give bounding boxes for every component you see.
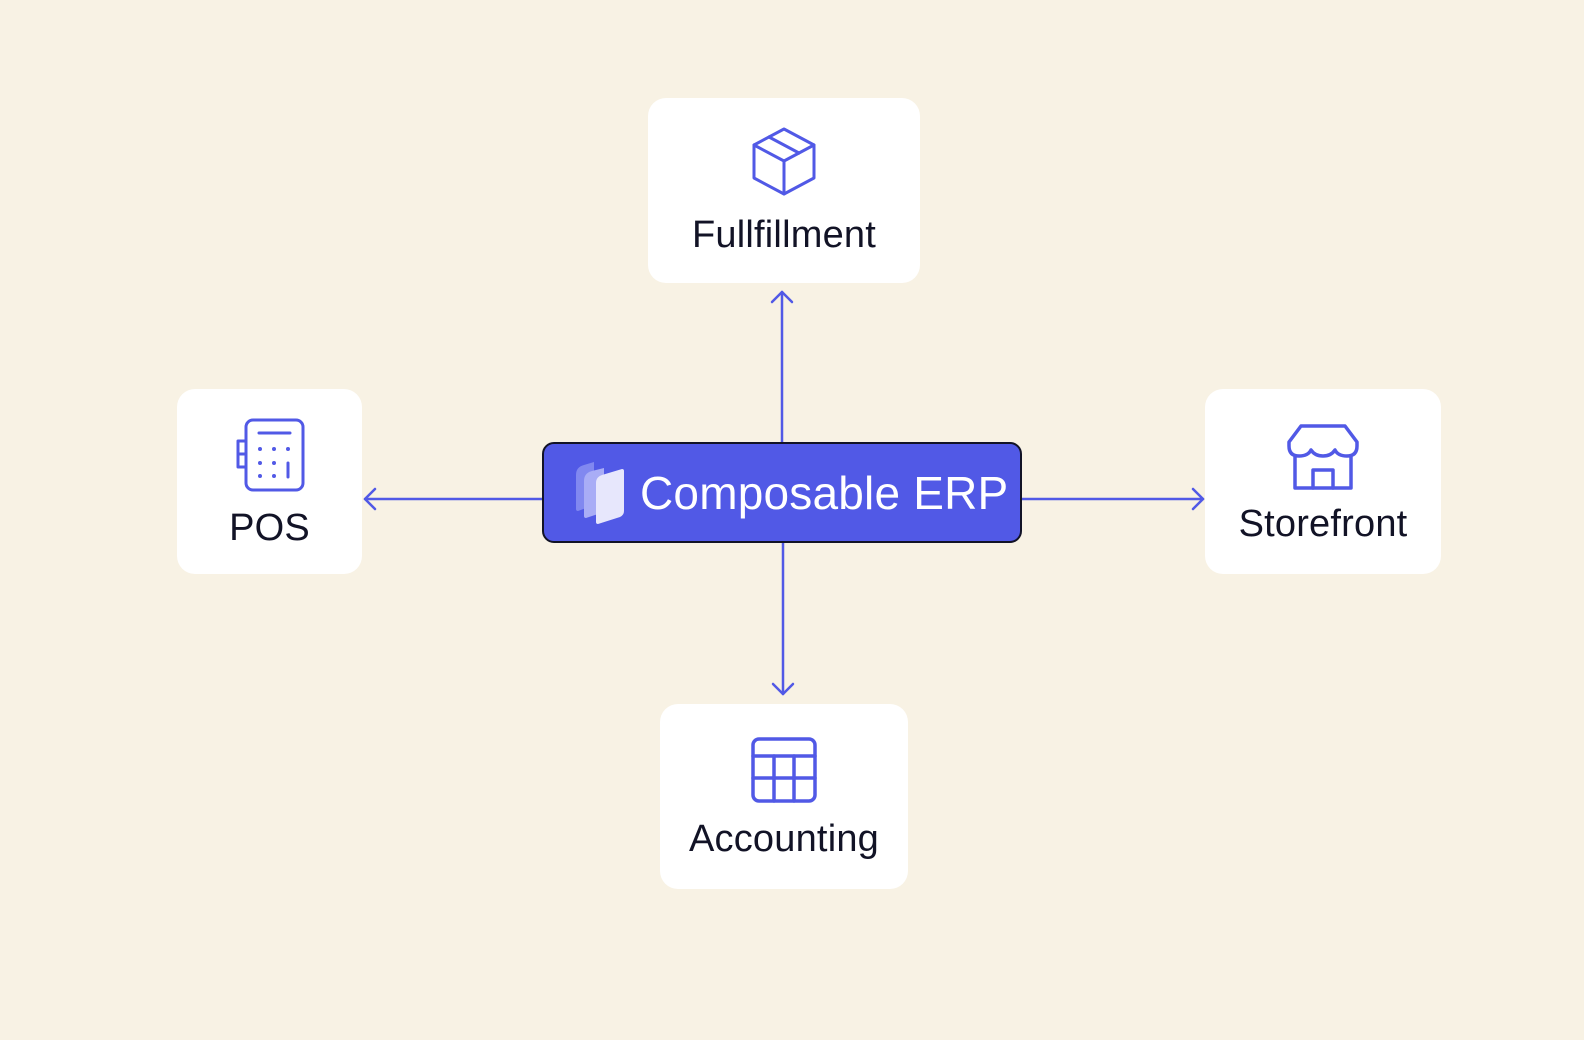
accounting-card: Accounting — [660, 704, 908, 889]
arrow-to-pos — [363, 487, 544, 511]
arrow-to-storefront — [1020, 487, 1205, 511]
storefront-label: Storefront — [1238, 503, 1408, 545]
fulfillment-card: Fullfillment — [648, 98, 920, 283]
accounting-label: Accounting — [688, 818, 879, 860]
arrow-to-accounting — [771, 541, 795, 696]
fulfillment-label: Fullfillment — [692, 214, 876, 256]
spreadsheet-icon — [751, 737, 817, 803]
hub-title: Composable ERP — [640, 466, 1009, 519]
composable-erp-hub: Composable ERP — [542, 442, 1022, 543]
storefront-card: Storefront — [1205, 389, 1441, 574]
pos-label: POS — [229, 507, 310, 549]
pos-card: POS — [177, 389, 362, 574]
pos-terminal-icon — [236, 418, 304, 492]
store-icon — [1287, 424, 1359, 490]
stacked-layers-logo-icon — [576, 461, 624, 524]
arrow-to-fulfillment — [770, 290, 794, 444]
box-icon — [752, 127, 816, 196]
